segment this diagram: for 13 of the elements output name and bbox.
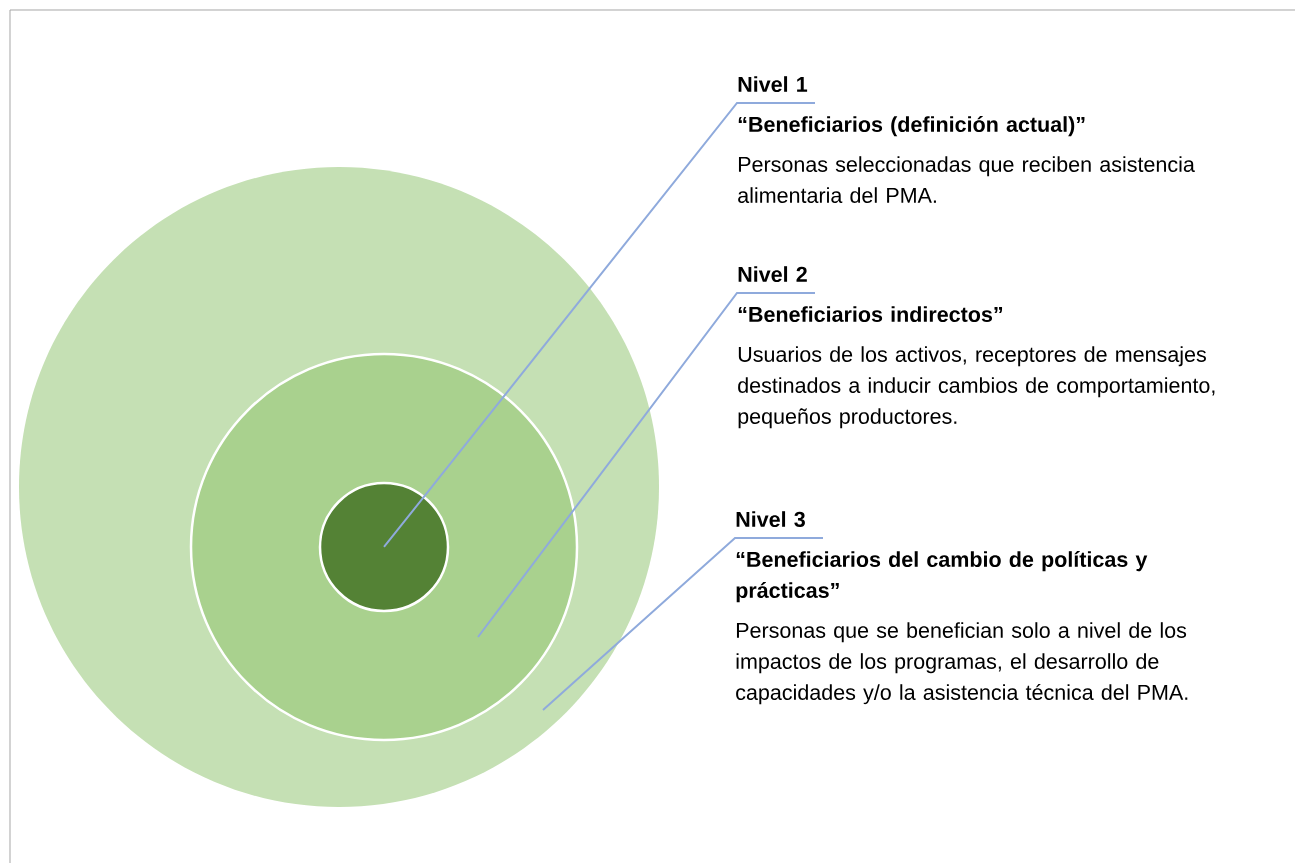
quoted-title: “Beneficiarios del cambio de políticas y prácticas” [736, 551, 1148, 603]
leader-line [477, 292, 816, 638]
level-heading: Nivel 3 [736, 511, 805, 527]
level-heading: Nivel 1 [738, 76, 808, 92]
circle [318, 481, 450, 613]
quoted-title: “Beneficiarios indirectos” [738, 306, 1003, 322]
leader-line [542, 537, 824, 711]
leader-line [383, 102, 816, 548]
description-text: Personas que se benefician solo a nivel de los impactos de los programas, el desarrollo de capacidades y/o la asistencia técnica del PMA. [736, 622, 1188, 705]
description-text: Usuarios de los activos, receptores de mensajes destinados a inducir cambios de comportamiento, pequeños productores. [738, 346, 1215, 429]
description-text: Personas seleccionadas que reciben asistencia alimentaria del PMA. [738, 156, 1195, 203]
level-heading: Nivel 2 [738, 266, 807, 282]
quoted-title: “Beneficiarios (definición actual)” [738, 116, 1085, 137]
